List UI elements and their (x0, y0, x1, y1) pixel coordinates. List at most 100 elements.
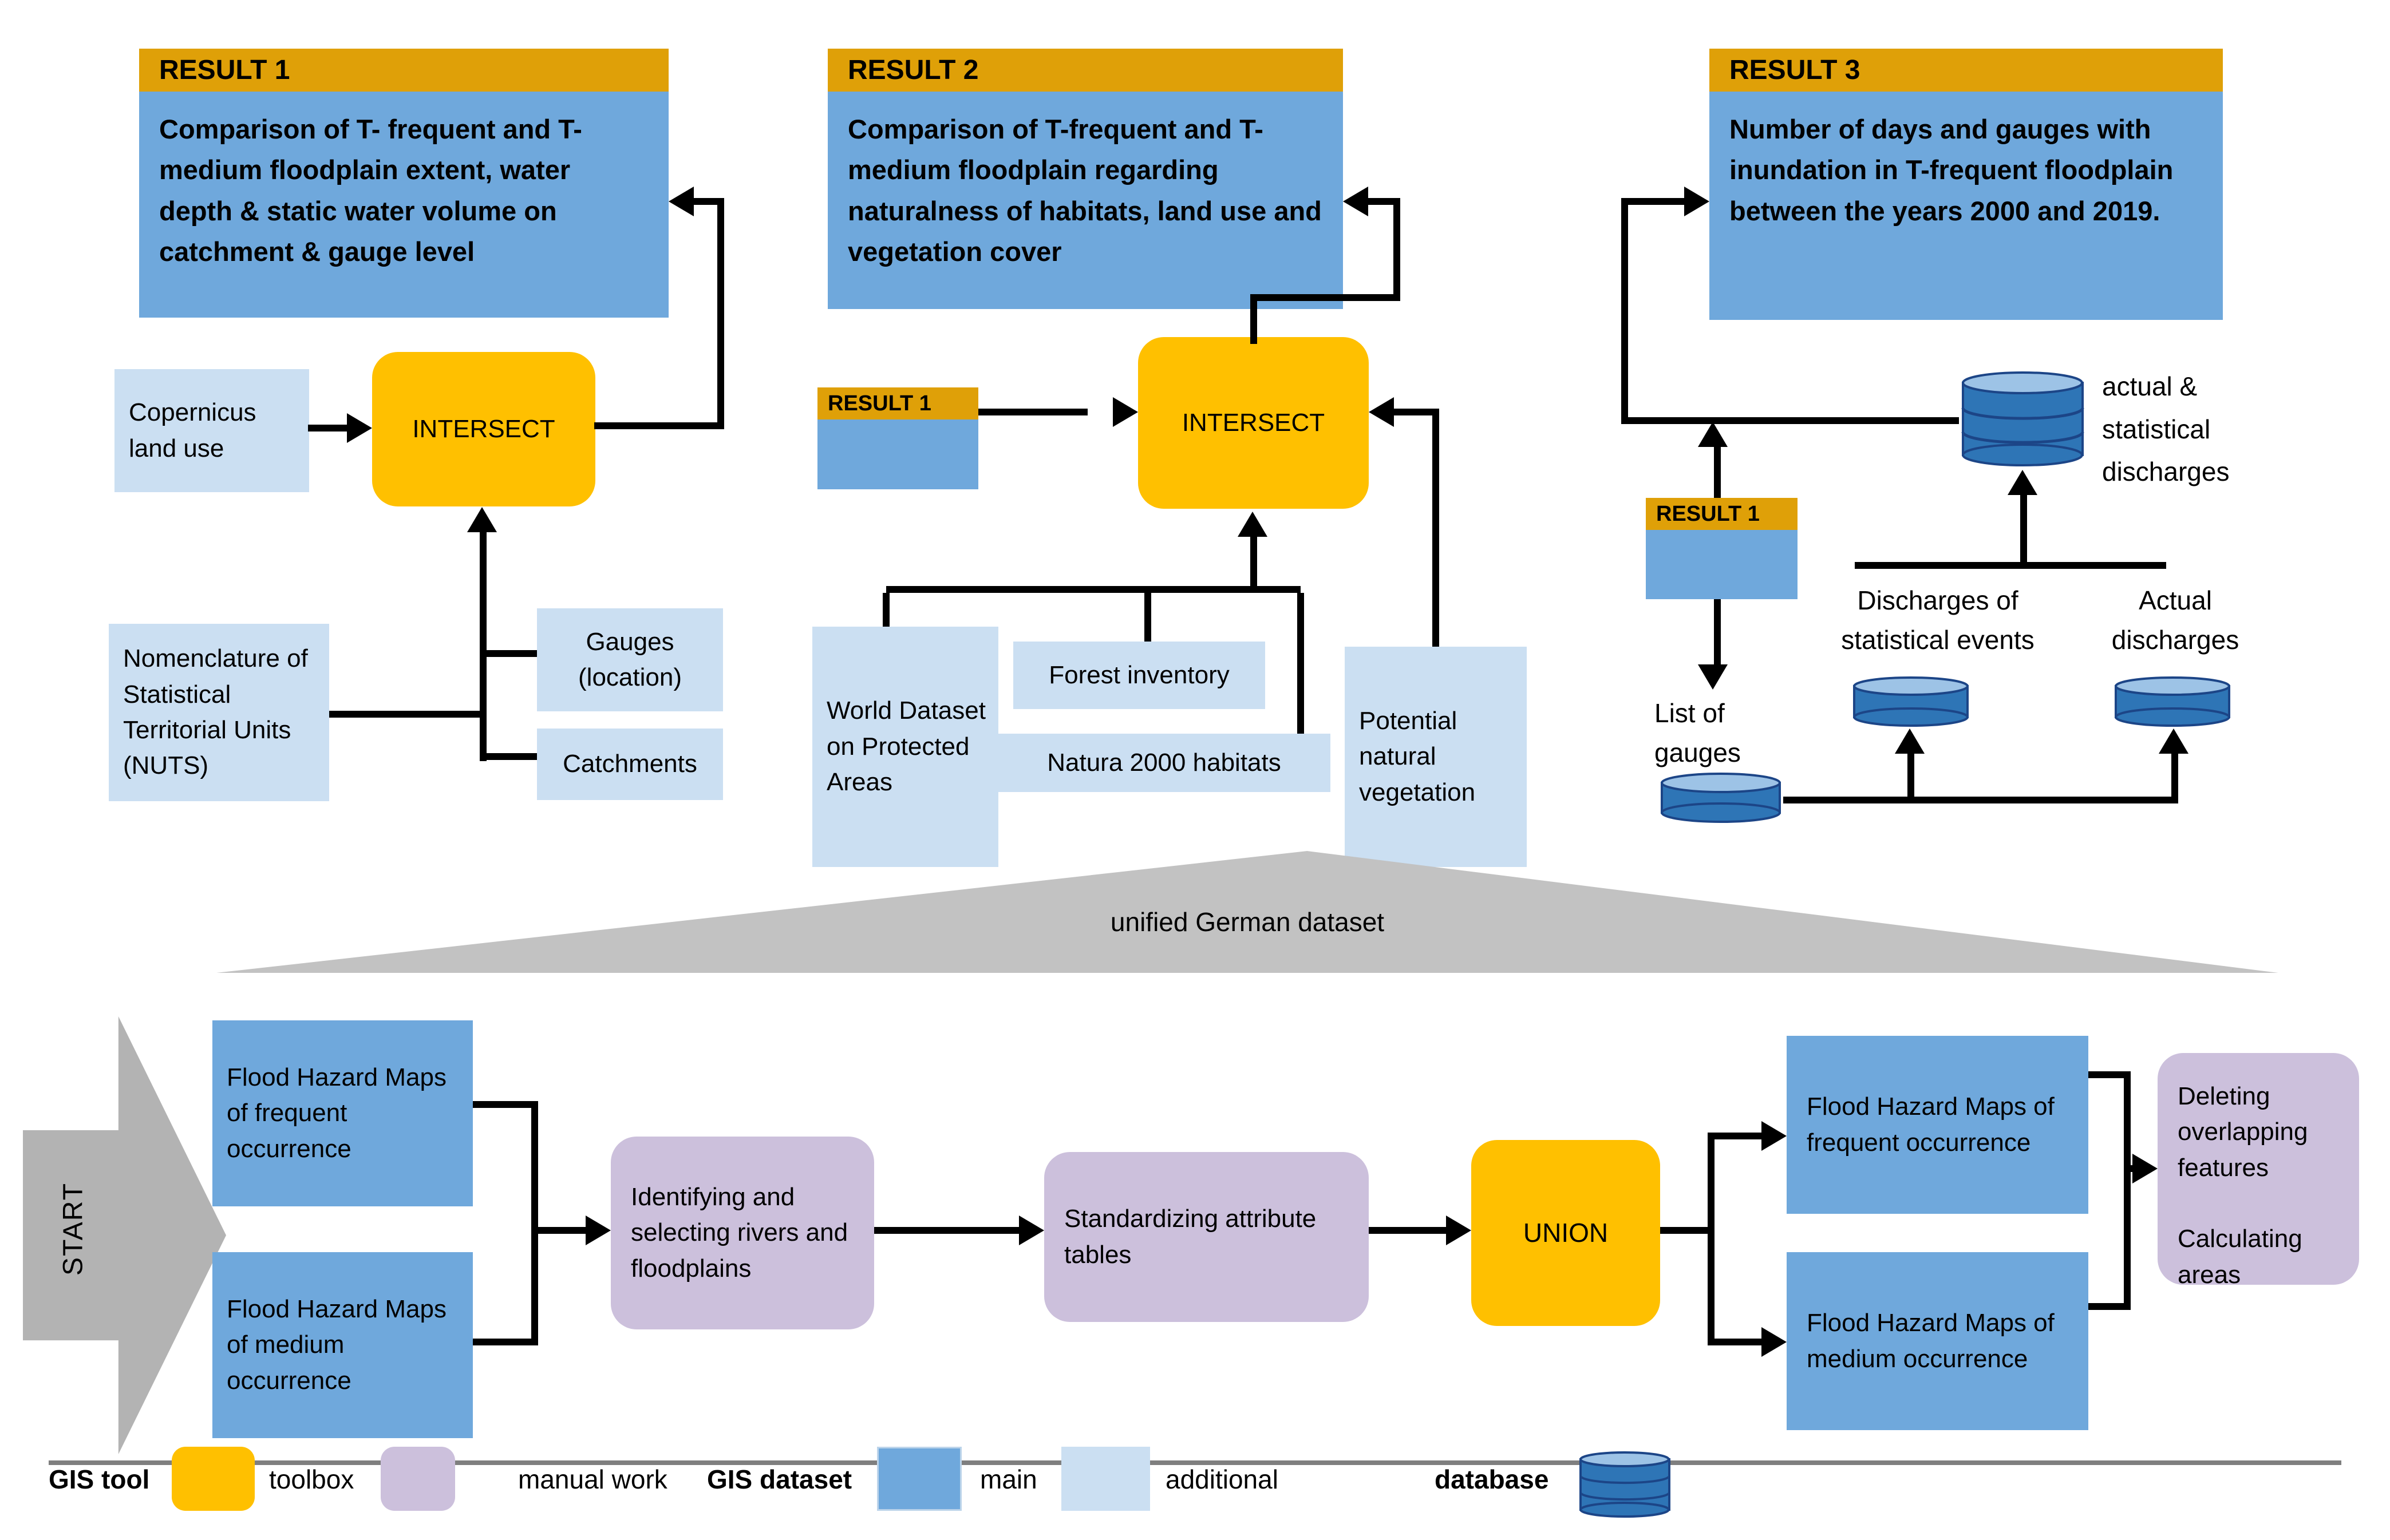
arrowhead (1895, 729, 1925, 754)
connector (480, 753, 537, 760)
connector (480, 532, 487, 761)
arrowhead (2008, 470, 2037, 495)
arrowhead (1238, 512, 1267, 537)
connector (1369, 1227, 1446, 1234)
db-actual-statistical-label: actual & statistical discharges (2102, 371, 2230, 487)
result2-header: RESULT 2 (828, 49, 1343, 92)
arrowhead (347, 413, 372, 443)
legend-gis-tool-label: GIS tool (49, 1464, 150, 1494)
discharges-statistical-label: Discharges of statistical events (1841, 585, 2035, 655)
legend-gis-dataset-label: GIS dataset (707, 1464, 852, 1494)
copernicus-land-use-box: Copernicus land use (114, 369, 309, 492)
database-actual-discharges-icon (2115, 676, 2230, 727)
result1-ref-body (1646, 530, 1798, 599)
connector (1660, 1227, 1715, 1234)
result1-block: RESULT 1 Comparison of T- frequent and T… (139, 49, 669, 318)
arrowhead (1761, 1327, 1787, 1357)
start-arrow: START (23, 1016, 226, 1454)
connector (1394, 409, 1439, 415)
calculating-label: Calculating areas (2178, 1225, 2302, 1289)
actual-discharges-label: Actual discharges (2111, 585, 2239, 655)
connector (1625, 198, 1684, 205)
connector (717, 198, 724, 429)
arrowhead (2132, 1154, 2158, 1183)
legend-additional-swatch (1061, 1447, 1150, 1511)
connector (1783, 797, 2178, 803)
connector (473, 1101, 538, 1108)
result1-ref-body (817, 419, 978, 489)
arrowhead (669, 187, 694, 216)
connector (1715, 1133, 1761, 1139)
forest-inventory-box: Forest inventory (1013, 642, 1265, 709)
connector (480, 650, 537, 657)
union-tool: UNION (1471, 1140, 1660, 1326)
result3-body: Number of days and gauges with inundatio… (1709, 92, 2223, 320)
list-of-gauges-label: List of gauges (1654, 698, 1741, 767)
arrowhead (2159, 729, 2188, 754)
connector (883, 593, 890, 627)
result2-block: RESULT 2 Comparison of T-frequent and T-… (828, 49, 1343, 309)
database-gauges-icon (1661, 773, 1781, 823)
connector (2124, 1165, 2132, 1172)
arrowhead (1343, 187, 1368, 216)
deleting-label: Deleting overlapping features (2178, 1082, 2308, 1182)
arrowhead (467, 507, 497, 532)
connector (1393, 198, 1400, 301)
legend-toolbox-label: toolbox (269, 1464, 354, 1494)
intersect-tool-middle: INTERSECT (1138, 337, 1369, 509)
connector (2124, 1071, 2131, 1310)
connector (1250, 537, 1257, 586)
database-actual-statistical-icon (1961, 371, 2084, 466)
connector (1714, 599, 1721, 664)
arrowhead (1113, 397, 1138, 427)
connector (1621, 417, 1959, 424)
connector (1432, 415, 1439, 647)
fhm-frequent-output-box: Flood Hazard Maps of frequent occurrence (1787, 1036, 2088, 1214)
connector (1621, 198, 1628, 424)
arrowhead (1446, 1216, 1471, 1245)
connector (1250, 298, 1257, 344)
connector (594, 422, 724, 429)
result1-header: RESULT 1 (139, 49, 669, 92)
nuts-box: Nomenclature of Statistical Territorial … (109, 624, 329, 801)
arrowhead (1761, 1121, 1787, 1151)
connector (2088, 1071, 2131, 1078)
connector (1714, 447, 1721, 498)
result1-body: Comparison of T- frequent and T-medium f… (139, 92, 669, 318)
connector (978, 409, 1088, 415)
connector (874, 1227, 1019, 1234)
legend-manual-work-swatch (381, 1447, 455, 1511)
fhm-medium-output-box: Flood Hazard Maps of medium occurrence (1787, 1252, 2088, 1430)
arrowhead (1684, 187, 1709, 216)
legend-database-label: database (1435, 1464, 1549, 1494)
arrowhead (1698, 664, 1728, 690)
start-label: START (58, 1182, 89, 1276)
identifying-rivers-box: Identifying and selecting rivers and flo… (611, 1137, 874, 1329)
arrowhead (1698, 422, 1728, 447)
unified-dataset-banner: unified German dataset (216, 851, 2278, 973)
deleting-calculating-box: Deleting overlapping features Calculatin… (2158, 1053, 2359, 1289)
result1-ref-header: RESULT 1 (1646, 498, 1798, 530)
connector (2020, 495, 2027, 562)
gauges-location-box: Gauges (location) (537, 608, 723, 711)
connector (1144, 593, 1151, 642)
connector (531, 1227, 586, 1234)
potential-vegetation-box: Potential natural vegetation (1345, 647, 1527, 867)
connector (1715, 1339, 1761, 1345)
catchments-box: Catchments (537, 729, 723, 800)
connector (473, 1339, 538, 1345)
result2-body: Comparison of T-frequent and T-medium fl… (828, 92, 1343, 309)
legend-main-label: main (980, 1464, 1037, 1494)
arrowhead (586, 1216, 611, 1245)
database-statistical-discharges-icon (1853, 676, 1969, 727)
standardizing-tables-box: Standardizing attribute tables (1044, 1152, 1369, 1322)
connector (1250, 294, 1400, 301)
legend-manual-work-label: manual work (518, 1464, 667, 1494)
legend-toolbox-swatch (172, 1447, 255, 1511)
result3-header: RESULT 3 (1709, 49, 2223, 92)
connector (2088, 1303, 2131, 1310)
natura-2000-box: Natura 2000 habitats (998, 734, 1330, 792)
result1-ref-middle: RESULT 1 (817, 387, 978, 489)
connector (2171, 754, 2178, 797)
